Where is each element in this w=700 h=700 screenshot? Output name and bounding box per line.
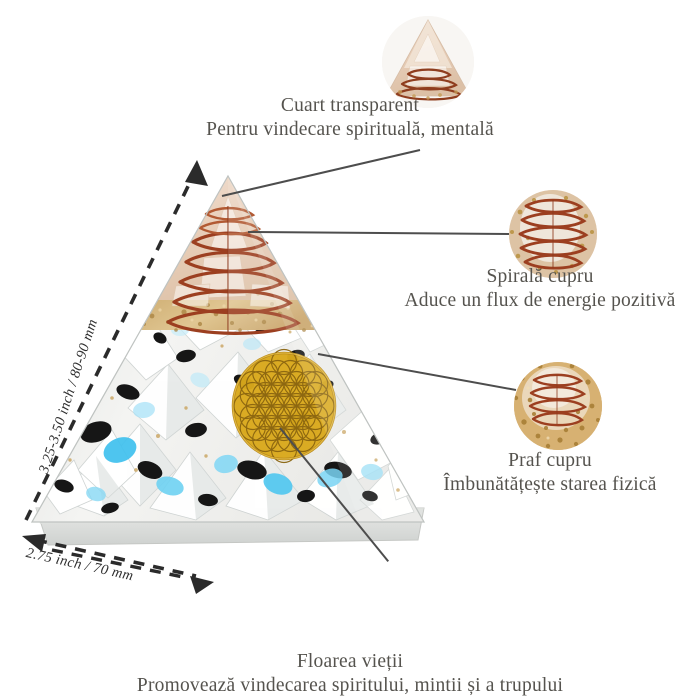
- callout-copper-dust: Praf cupru Îmbunătățește starea fizică: [400, 449, 700, 498]
- orgonite-pyramid-illustration: [30, 174, 426, 546]
- moonstone-flash: [86, 324, 383, 502]
- callout-title-quartz: Cuart transparent: [280, 95, 420, 116]
- copper-gold-dust-band: [136, 176, 320, 332]
- dimension-arrows: [24, 173, 197, 578]
- copper-spiral: [166, 231, 301, 335]
- callout-copper-spiral: Spirală cupru Aduce un flux de energie p…: [380, 265, 700, 314]
- flower-of-life-disc-on-pyramid: [231, 348, 337, 464]
- callout-subtitle-quartz: Pentru vindecare spirituală, mentală: [206, 119, 494, 141]
- leader-line-flower: [279, 427, 393, 567]
- dimension-label-width: 2.75 inch / 70 mm: [24, 545, 135, 585]
- callout-quartz-transparent: Cuart transparent Pentru vindecare spiri…: [0, 94, 700, 143]
- black-tourmaline: [54, 312, 390, 514]
- dimension-label-height: 3.25-3.50 inch / 80-90 mm: [35, 317, 102, 476]
- thumbnail-copper-dust: [514, 362, 602, 450]
- copper-spiral-upper: [198, 206, 262, 236]
- callout-title-copper-dust: Praf cupru: [508, 450, 592, 471]
- leader-line-quartz: [221, 149, 421, 197]
- callout-subtitle-copper-dust: Îmbunătățește starea fizică: [443, 474, 657, 496]
- callout-title-copper-spiral: Spirală cupru: [486, 266, 594, 287]
- callout-title-flower-of-life: Floarea vieții: [296, 651, 404, 672]
- callout-subtitle-flower-of-life: Promovează vindecarea spiritului, mintii…: [136, 675, 564, 697]
- leader-line-copper-dust: [317, 353, 517, 391]
- width-arrowhead-right: [190, 576, 214, 594]
- height-arrowhead: [185, 160, 208, 186]
- callout-flower-of-life: Floarea vieții Promovează vindecarea spi…: [0, 650, 700, 699]
- thumbnail-flower-of-life: [370, 553, 458, 641]
- callout-subtitle-copper-spiral: Aduce un flux de energie pozitivă: [404, 290, 676, 312]
- gold-flecks: [68, 330, 400, 492]
- leader-line-copper-spiral: [247, 231, 513, 235]
- pyramid-base-slab: [35, 507, 425, 546]
- leader-lines: [221, 149, 517, 567]
